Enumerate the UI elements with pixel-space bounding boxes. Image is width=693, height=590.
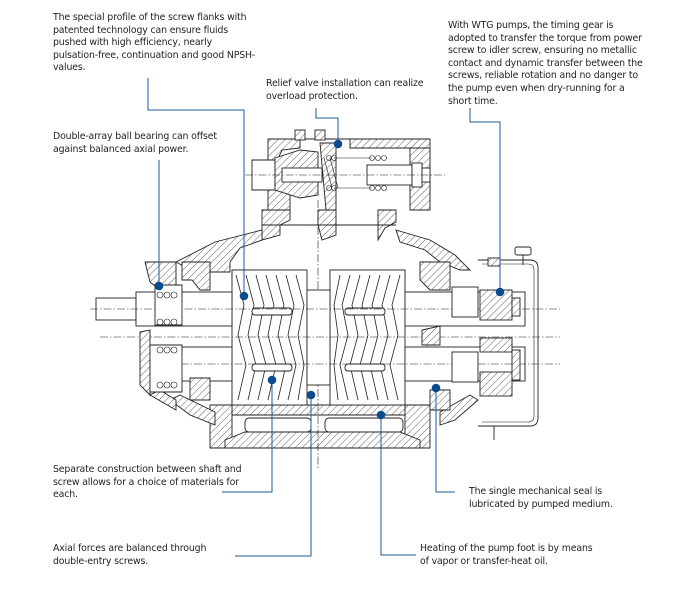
callout-heating-foot: Heating of the pump foot is by means of … — [420, 543, 593, 567]
timing-gear-housing — [419, 246, 539, 440]
left-bearing-housing — [139, 261, 211, 411]
callout-dots — [154, 139, 505, 420]
dot-timing-gear — [495, 287, 505, 297]
callout-mechanical-seal: The single mechanical seal is lubricated… — [469, 486, 613, 510]
callout-relief-valve: Relief valve installation can realize ov… — [266, 78, 424, 102]
dot-screw-profile — [239, 291, 249, 301]
callout-timing-gear: With WTG pumps, the timing gear is adopt… — [448, 20, 643, 107]
dot-axial-forces — [306, 390, 316, 400]
callout-separate-construction: Separate construction between shaft and … — [53, 464, 242, 501]
screw-rotors — [231, 269, 406, 406]
callout-axial-forces: Axial forces are balanced through double… — [53, 543, 207, 567]
dot-mechanical-seal — [431, 383, 441, 393]
dot-separate-construction — [267, 375, 277, 385]
callout-ball-bearing: Double-array ball bearing can offset aga… — [53, 131, 217, 155]
callout-screw-profile: The special profile of the screw flanks … — [53, 12, 256, 74]
dot-ball-bearing — [154, 281, 164, 291]
dot-heating-foot — [376, 410, 386, 420]
leader-lines — [147, 78, 501, 557]
dot-relief-valve — [333, 139, 343, 149]
relief-valve-housing — [245, 129, 445, 242]
